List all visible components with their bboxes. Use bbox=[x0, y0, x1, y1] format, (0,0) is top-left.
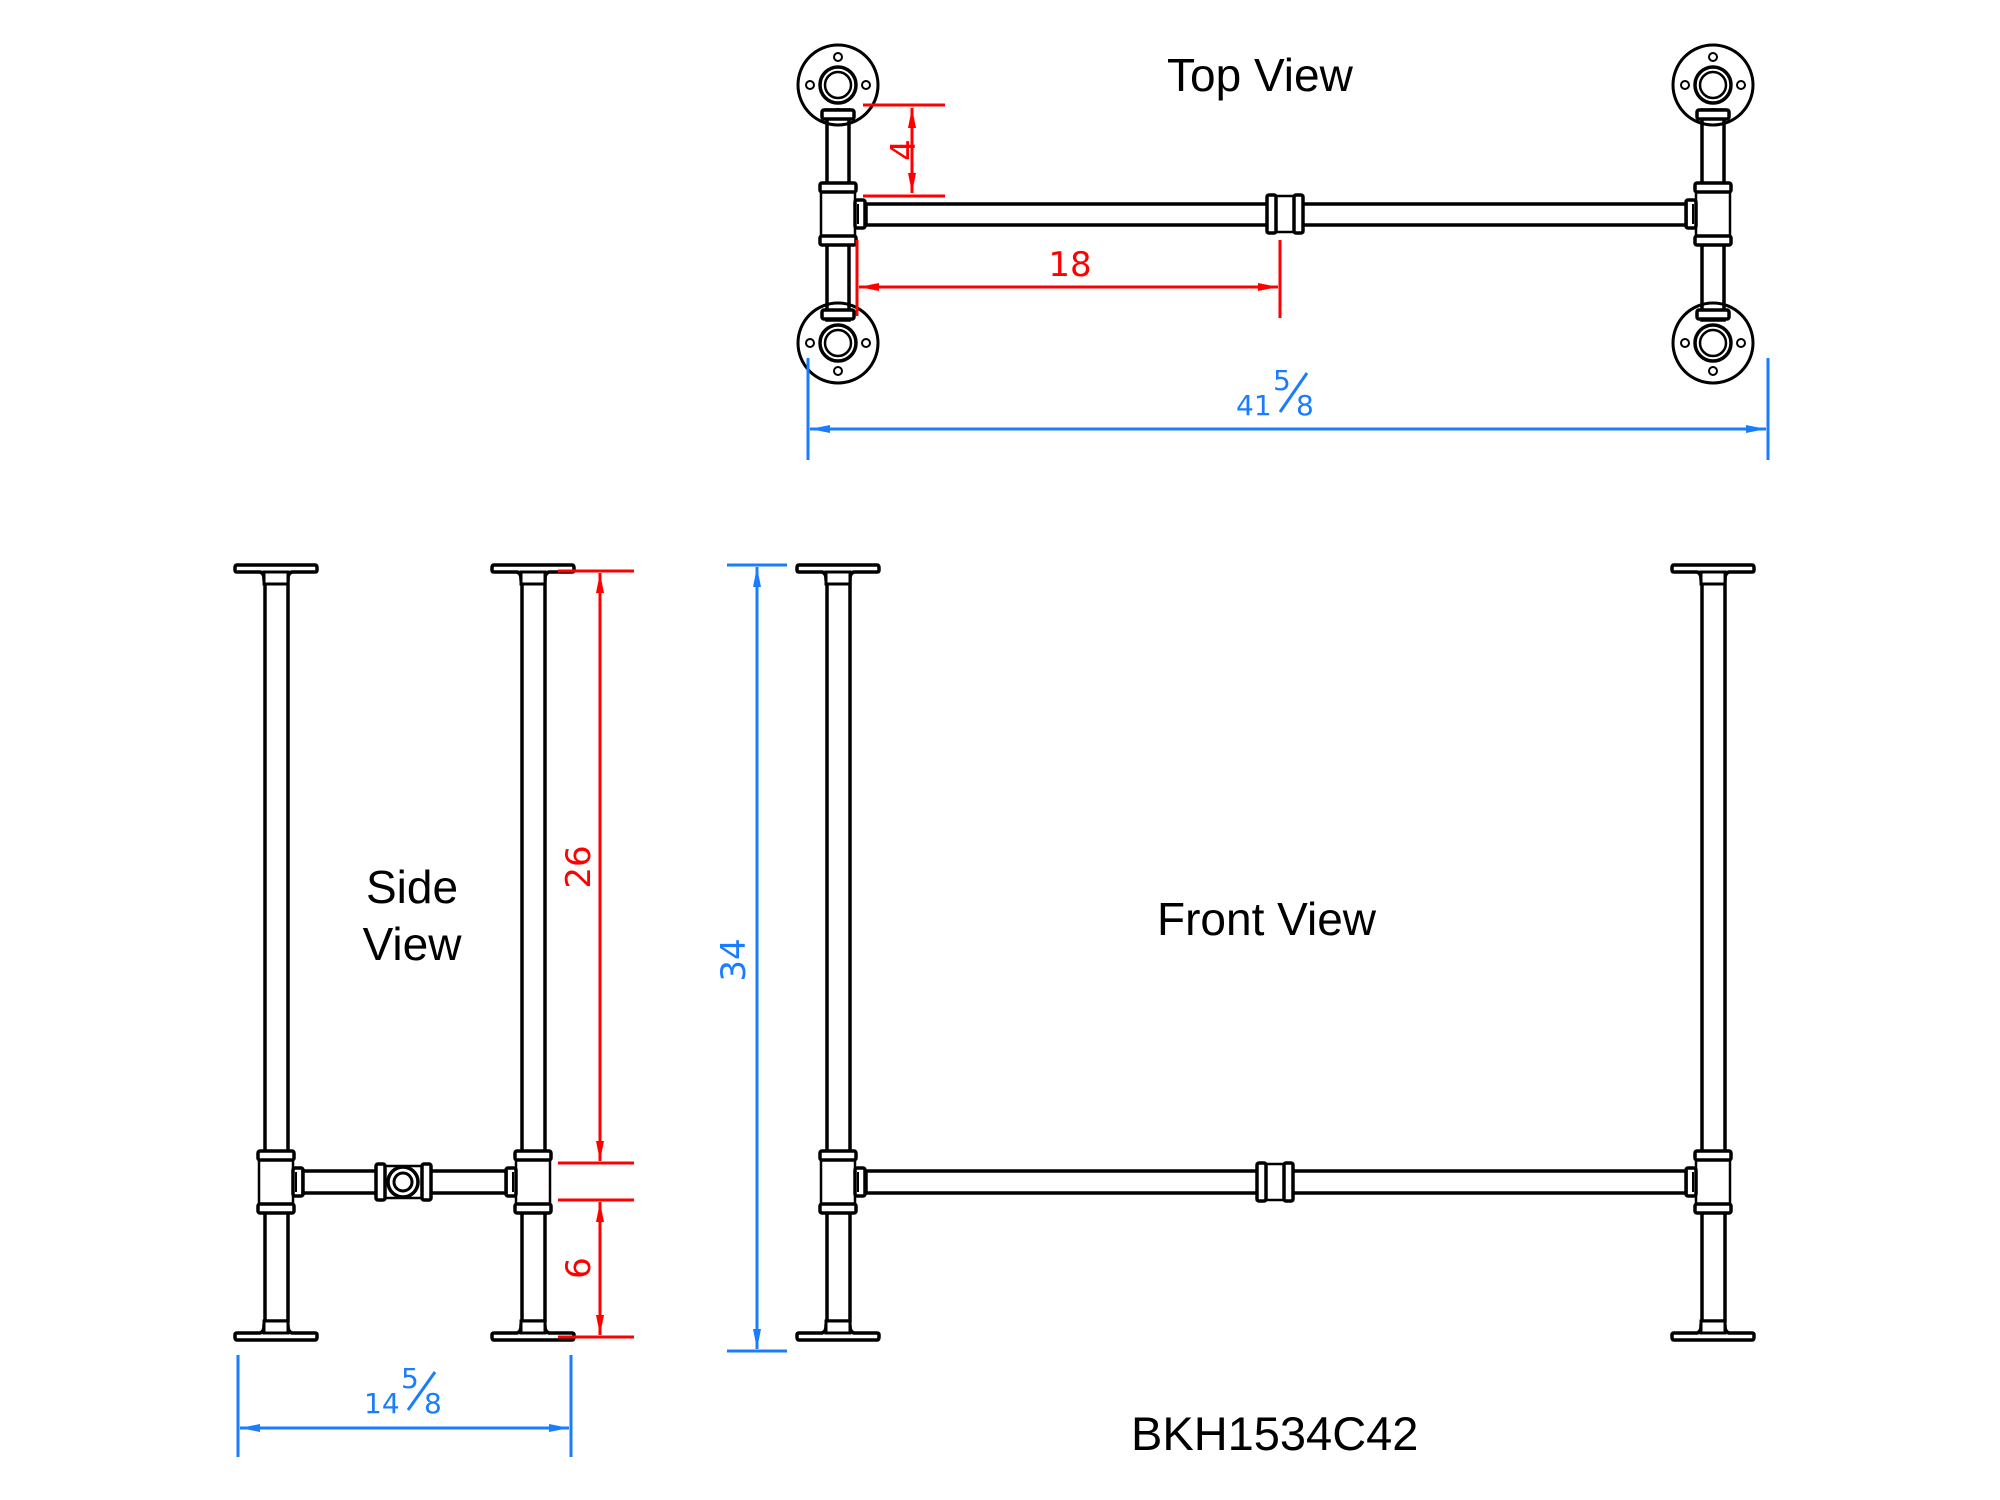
front-left-leg bbox=[795, 563, 881, 1342]
dimension-side-upper-leg: 26 bbox=[558, 569, 634, 1165]
dimension-overall-length-numerator: 5 bbox=[1273, 364, 1291, 397]
side-right-leg bbox=[490, 563, 576, 1342]
top-left-upper-pipe bbox=[825, 108, 851, 192]
side-view-label-line1: Side bbox=[366, 861, 458, 913]
dimension-top-half-span-text: 18 bbox=[1048, 245, 1091, 285]
top-right-tee-fitting bbox=[1684, 181, 1733, 247]
dimension-overall-height-text: 34 bbox=[714, 938, 754, 981]
side-left-leg bbox=[233, 563, 319, 1342]
front-right-leg bbox=[1670, 563, 1756, 1342]
side-right-tee-fitting bbox=[504, 1149, 553, 1215]
dimension-top-half-span: 18 bbox=[855, 240, 1282, 318]
top-right-lower-pipe bbox=[1700, 233, 1726, 322]
dimension-side-lower-leg: 6 bbox=[558, 1198, 634, 1339]
top-view: Top View bbox=[796, 43, 1770, 460]
front-left-tee-fitting bbox=[818, 1149, 867, 1215]
top-crossbar-coupling bbox=[1265, 193, 1305, 235]
top-view-label: Top View bbox=[1167, 49, 1354, 101]
dimension-overall-length-whole: 41 bbox=[1236, 389, 1272, 422]
side-view-label-line2: View bbox=[363, 918, 463, 970]
top-right-upper-pipe bbox=[1700, 108, 1726, 192]
dimension-overall-width: 14 5 8 bbox=[236, 1355, 573, 1457]
dimension-side-lower-leg-text: 6 bbox=[559, 1257, 599, 1279]
front-view: Front View 34 bbox=[714, 563, 1756, 1353]
dimension-overall-width-denominator: 8 bbox=[424, 1387, 442, 1420]
dimension-overall-length-denominator: 8 bbox=[1296, 389, 1314, 422]
side-left-tee-fitting bbox=[256, 1149, 305, 1215]
dimension-top-leg-offset: 4 bbox=[863, 103, 945, 198]
front-view-label: Front View bbox=[1157, 893, 1377, 945]
dimension-overall-width-whole: 14 bbox=[364, 1387, 400, 1420]
side-view: Side View bbox=[233, 563, 634, 1457]
top-left-lower-pipe bbox=[825, 233, 851, 322]
dimension-overall-width-numerator: 5 bbox=[401, 1362, 419, 1395]
dimension-overall-height: 34 bbox=[714, 563, 787, 1353]
front-crossbar-coupling bbox=[1255, 1161, 1295, 1203]
top-left-tee-fitting bbox=[818, 181, 867, 247]
top-view-right-leg-assembly bbox=[1671, 43, 1755, 385]
dimension-top-leg-offset-text: 4 bbox=[884, 139, 924, 161]
dimension-side-upper-leg-text: 26 bbox=[559, 845, 599, 888]
side-center-tee bbox=[374, 1162, 433, 1202]
top-view-left-leg-assembly bbox=[796, 43, 880, 385]
part-number: BKH1534C42 bbox=[1131, 1407, 1418, 1460]
front-right-tee-fitting bbox=[1684, 1149, 1733, 1215]
dimension-overall-length: 41 5 8 bbox=[806, 358, 1770, 460]
